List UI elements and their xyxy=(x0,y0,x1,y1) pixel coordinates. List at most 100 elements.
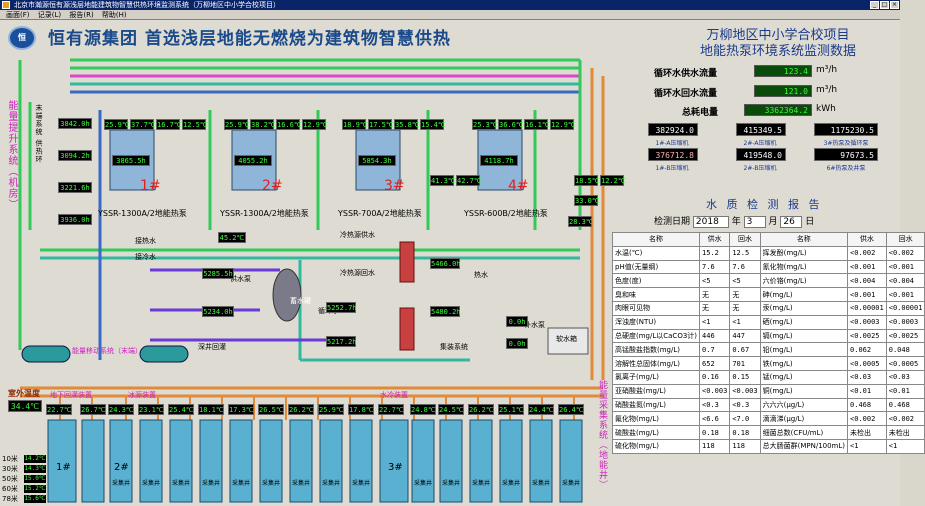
report-month[interactable]: 3 xyxy=(743,215,766,228)
report-day-suffix: 日 xyxy=(805,217,815,227)
hp4-temp-2: 36.6℃ xyxy=(498,119,524,130)
return-cell: 无 xyxy=(729,287,761,302)
supply-cell: <0.0025 xyxy=(847,328,887,344)
menu-record[interactable]: 记录(L) xyxy=(37,11,62,19)
hp4-tag: 4# xyxy=(508,178,529,194)
col-return-2: 回水 xyxy=(885,232,925,247)
company-logo: 恒 xyxy=(8,26,36,50)
return-cell: 7.6 xyxy=(729,259,761,275)
meter-6-caption: 6#热泵及井泵 xyxy=(826,165,866,172)
soft-tank-label: 软水箱 xyxy=(556,335,577,343)
depth-label: 78米 xyxy=(2,495,18,503)
supply-cell: 0.16 xyxy=(699,369,731,385)
hp1-tag: 1# xyxy=(140,178,161,194)
item-name-cell: pH值(无量纲) xyxy=(611,259,701,275)
report-day[interactable]: 26 xyxy=(780,215,803,228)
meter-3-value: 1175230.5 xyxy=(814,123,878,136)
supply-pump-label: 供水泵 xyxy=(230,275,251,283)
return-cell: <7.0 xyxy=(729,411,761,427)
well-caption: 采集井 xyxy=(442,480,461,487)
table-row: 臭和味无无砷(mg/L)<0.001<0.001 xyxy=(611,287,925,302)
depth-temp-value: 15.0℃ xyxy=(24,475,46,483)
return-flow-label: 循环水回水流量 xyxy=(654,89,718,99)
item-name-cell: 六价铬(mg/L) xyxy=(759,273,849,289)
mid-pump-6-runtime: 5480.2h xyxy=(430,306,461,317)
ambient-temp-label: 室外温度 xyxy=(8,389,40,398)
supply-header-temp: 45.2℃ xyxy=(218,232,246,243)
hp2-temp-1: 25.9℃ xyxy=(224,119,250,130)
return-cell: <0.00001 xyxy=(885,300,925,316)
left-pump-3-runtime: 3221.6h xyxy=(58,182,92,193)
hp1-temp-1: 25.9℃ xyxy=(104,119,130,130)
return-cell: <0.01 xyxy=(885,383,925,399)
menu-screen[interactable]: 画面(F) xyxy=(6,11,30,19)
hp4-model: YSSR-600B/2地能热泵 xyxy=(464,209,548,218)
depth-temp-value: 15.2℃ xyxy=(24,485,46,493)
supply-cell: 0.7 xyxy=(699,342,731,358)
well-caption: 采集井 xyxy=(292,480,311,487)
item-name-cell: 铁(mg/L) xyxy=(759,356,849,371)
item-name-cell: 六六六(μg/L) xyxy=(759,397,849,413)
total-power-label: 总耗电量 xyxy=(682,108,719,118)
return-cell: 12.5 xyxy=(729,245,761,261)
item-name-cell: 锰(mg/L) xyxy=(759,369,849,385)
meter-2a-value: 415349.5 xyxy=(736,123,786,136)
return-cell: 0.67 xyxy=(729,342,761,358)
close-button[interactable]: × xyxy=(890,1,899,9)
depth-temp-value: 14.2℃ xyxy=(24,455,46,463)
menu-help[interactable]: 帮助(H) xyxy=(101,11,127,19)
return-cell: 未检出 xyxy=(885,425,925,440)
report-date-label: 检测日期 xyxy=(654,217,691,227)
energy-system-title: 能量提升系统（机房） xyxy=(6,100,17,210)
hp3-model: YSSR-700A/2地能热泵 xyxy=(338,209,422,218)
return-cell: 0.15 xyxy=(729,369,761,385)
meter-2a-caption: 2#-A压缩机 xyxy=(743,140,777,147)
item-name-cell: 硒(mg/L) xyxy=(759,314,849,330)
user-system-title: 末端系统 供热环 xyxy=(35,104,43,164)
col-supply-1: 供水 xyxy=(699,232,731,247)
table-header-row: 名称 供水 回水 名称 供水 回水 xyxy=(611,232,925,247)
makeup-pump-label: 补水泵 xyxy=(524,321,545,329)
hp4-temp-4: 12.9℃ xyxy=(550,119,576,130)
hp1-runtime: 3865.5h xyxy=(112,155,150,166)
left-pump-1-runtime: 3842.0h xyxy=(58,118,92,129)
report-year-suffix: 年 xyxy=(731,217,741,227)
menu-report[interactable]: 报告(R) xyxy=(69,11,94,19)
col-name-2: 名称 xyxy=(759,232,849,247)
return-cell: <5 xyxy=(729,273,761,289)
item-name-cell: 色度(度) xyxy=(611,273,701,289)
item-name-cell: 肉眼可见物 xyxy=(611,300,701,316)
well-temp: 22.7℃ xyxy=(46,404,72,415)
supply-cell: <0.0005 xyxy=(847,356,887,371)
well-caption: 采集井 xyxy=(322,480,341,487)
hp3-temp-2: 17.5℃ xyxy=(368,119,394,130)
supply-cell: 无 xyxy=(699,287,731,302)
item-name-cell: 滴滴涕(μg/L) xyxy=(759,411,849,427)
minimize-button[interactable]: _ xyxy=(870,1,879,9)
supply-cell: <0.01 xyxy=(847,383,887,399)
supply-cell: <0.3 xyxy=(699,397,731,413)
report-year[interactable]: 2018 xyxy=(692,215,729,228)
hp3-temp-1: 18.9℃ xyxy=(342,119,368,130)
item-name-cell: 硫酸盐(mg/L) xyxy=(611,425,701,440)
supply-cell: 7.6 xyxy=(699,259,731,275)
meter-1b-caption: 1#-B压缩机 xyxy=(655,165,689,172)
maximize-button[interactable]: □ xyxy=(880,1,889,9)
well-caption: 采集井 xyxy=(202,480,221,487)
hp1-model: YSSR-1300A/2地能热泵 xyxy=(98,209,187,218)
well-caption: 采集井 xyxy=(112,480,131,487)
supply-cell: 652 xyxy=(699,356,731,371)
mid-pump-1-runtime: 5285.5h xyxy=(202,268,234,279)
well-temp: 24.5℃ xyxy=(438,404,464,415)
well-caption: 采集井 xyxy=(142,480,161,487)
well-caption: 采集井 xyxy=(502,480,521,487)
hp2-temp-4: 12.9℃ xyxy=(302,119,328,130)
hp4-temp-1: 25.3℃ xyxy=(472,119,498,130)
well-caption: 采集井 xyxy=(352,480,371,487)
depth-label: 10米 xyxy=(2,455,18,463)
return-cell: 701 xyxy=(729,356,761,371)
return-cell: <0.002 xyxy=(885,411,925,427)
depth-temp-value: 15.6℃ xyxy=(24,495,46,503)
return-cell: <0.004 xyxy=(885,273,925,289)
